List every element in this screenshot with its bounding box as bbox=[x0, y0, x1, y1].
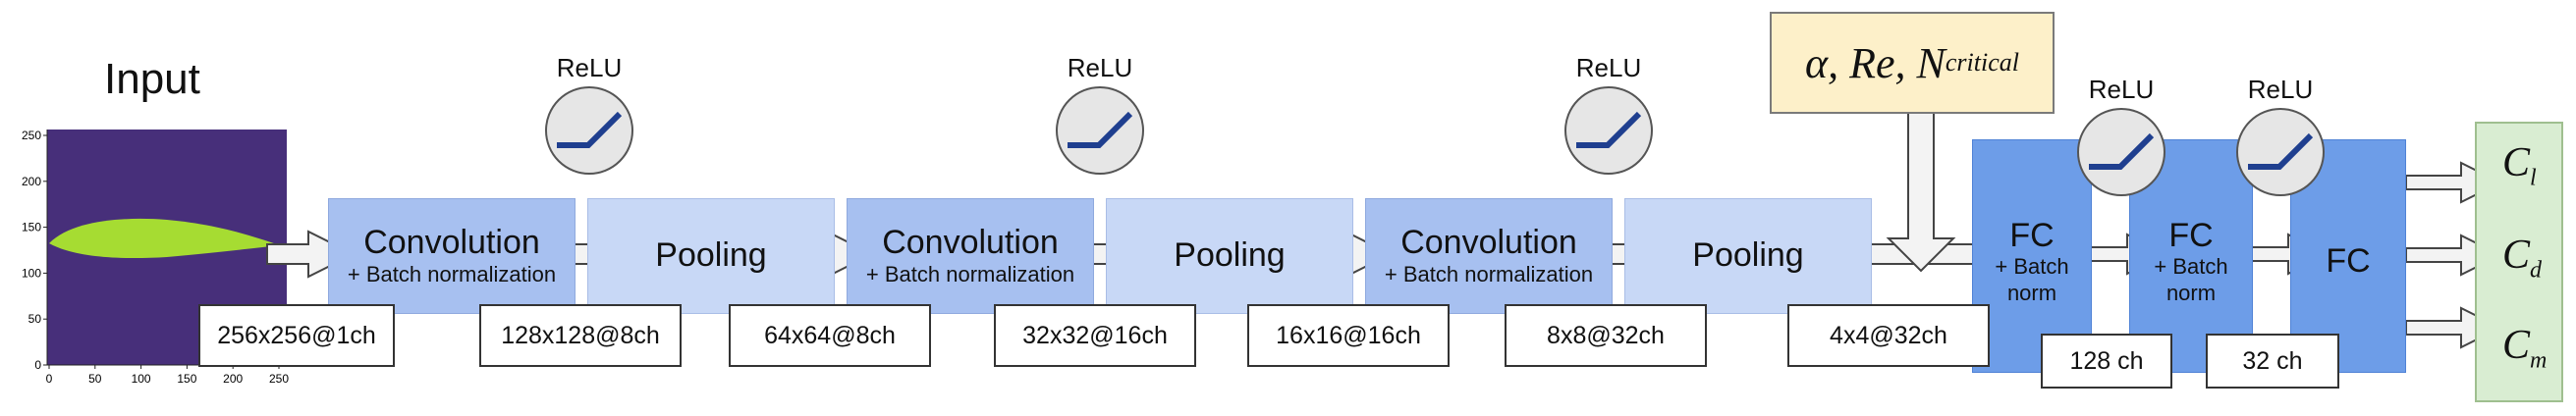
relu-label-5: ReLU bbox=[2247, 75, 2314, 104]
conv-block-2-sub: + Batch normalization bbox=[865, 261, 1075, 286]
fc-block-1-sub: + Batch norm bbox=[1995, 254, 2069, 305]
input-x-tick-label: 250 bbox=[269, 372, 289, 386]
output-cm: Cm bbox=[2502, 322, 2547, 374]
params-sub: critical bbox=[1945, 48, 2019, 77]
conv-block-2-title: Convolution bbox=[882, 224, 1059, 262]
conv-block-2: Convolution + Batch normalization bbox=[847, 198, 1094, 314]
relu-label-1: ReLU bbox=[556, 53, 623, 82]
input-title: Input bbox=[104, 55, 200, 103]
input-y-tick-label: 150 bbox=[22, 221, 41, 234]
output-cm-sub: m bbox=[2530, 347, 2548, 374]
output-cd-sub: d bbox=[2530, 257, 2543, 284]
shape-tag-5: 16x16@16ch bbox=[1247, 304, 1450, 367]
arrow-params-down bbox=[1886, 100, 1956, 273]
conv-block-1: Convolution + Batch normalization bbox=[328, 198, 575, 314]
relu-label-3: ReLU bbox=[1575, 53, 1642, 82]
pool-block-3-title: Pooling bbox=[1692, 236, 1804, 275]
output-cl-symbol: C bbox=[2502, 140, 2531, 185]
shape-tag-2: 128x128@8ch bbox=[479, 304, 682, 367]
relu-curve bbox=[2248, 132, 2314, 170]
conv-block-1-title: Convolution bbox=[363, 224, 540, 262]
shape-tag-1: 256x256@1ch bbox=[198, 304, 395, 367]
fc-channel-tag-2: 32 ch bbox=[2206, 334, 2339, 389]
pool-block-2-title: Pooling bbox=[1174, 236, 1286, 275]
fc-channel-tag-1: 128 ch bbox=[2041, 334, 2172, 389]
relu-curve bbox=[1068, 111, 1133, 148]
conv-block-3: Convolution + Batch normalization bbox=[1365, 198, 1613, 314]
relu-label-4: ReLU bbox=[2088, 75, 2155, 104]
input-x-tick-label: 100 bbox=[132, 372, 151, 386]
output-cl-sub: l bbox=[2530, 165, 2537, 191]
output-cm-symbol: C bbox=[2502, 323, 2531, 368]
fc-block-1: FC + Batch norm bbox=[1972, 139, 2092, 373]
shape-tag-6: 8x8@32ch bbox=[1505, 304, 1707, 367]
relu-curve bbox=[1576, 111, 1642, 148]
input-x-tick-label: 200 bbox=[223, 372, 243, 386]
relu-label-2: ReLU bbox=[1067, 53, 1133, 82]
input-y-tick-label: 200 bbox=[22, 175, 41, 188]
params-text: α, Re, N bbox=[1805, 38, 1946, 87]
relu-icon-5 bbox=[2236, 108, 2325, 196]
conv-block-1-sub: + Batch normalization bbox=[347, 261, 557, 286]
pool-block-1-title: Pooling bbox=[655, 236, 767, 275]
relu-curve bbox=[2089, 132, 2155, 170]
conv-block-3-title: Convolution bbox=[1400, 224, 1577, 262]
shape-tag-3: 64x64@8ch bbox=[729, 304, 931, 367]
input-x-tick-label: 50 bbox=[88, 372, 102, 386]
input-x-tick-label: 150 bbox=[177, 372, 196, 386]
output-cd-symbol: C bbox=[2502, 233, 2531, 278]
pool-block-3: Pooling bbox=[1624, 198, 1872, 314]
input-y-tick-label: 100 bbox=[22, 266, 41, 280]
input-x-tick-label: 0 bbox=[46, 372, 53, 386]
input-y-tick-label: 250 bbox=[22, 129, 41, 142]
shape-tag-7: 4x4@32ch bbox=[1787, 304, 1990, 367]
fc-block-2-title: FC bbox=[2168, 216, 2214, 254]
relu-icon-1 bbox=[545, 86, 633, 175]
pool-block-2: Pooling bbox=[1106, 198, 1353, 314]
fc-block-2-sub: + Batch norm bbox=[2154, 254, 2228, 305]
input-y-tick-label: 0 bbox=[34, 358, 41, 372]
output-cl: Cl bbox=[2502, 139, 2537, 191]
fc-block-1-title: FC bbox=[2009, 216, 2055, 254]
input-airfoil-shape bbox=[49, 218, 280, 259]
output-box bbox=[2475, 122, 2563, 402]
relu-icon-3 bbox=[1564, 86, 1653, 175]
relu-icon-4 bbox=[2077, 108, 2165, 196]
output-cd: Cd bbox=[2502, 232, 2542, 284]
pool-block-1: Pooling bbox=[587, 198, 835, 314]
relu-curve bbox=[557, 111, 623, 148]
conv-block-3-sub: + Batch normalization bbox=[1384, 261, 1594, 286]
shape-tag-4: 32x32@16ch bbox=[994, 304, 1196, 367]
relu-icon-2 bbox=[1056, 86, 1144, 175]
fc-block-3-title: FC bbox=[2326, 242, 2371, 281]
input-y-tick-label: 50 bbox=[28, 312, 42, 326]
